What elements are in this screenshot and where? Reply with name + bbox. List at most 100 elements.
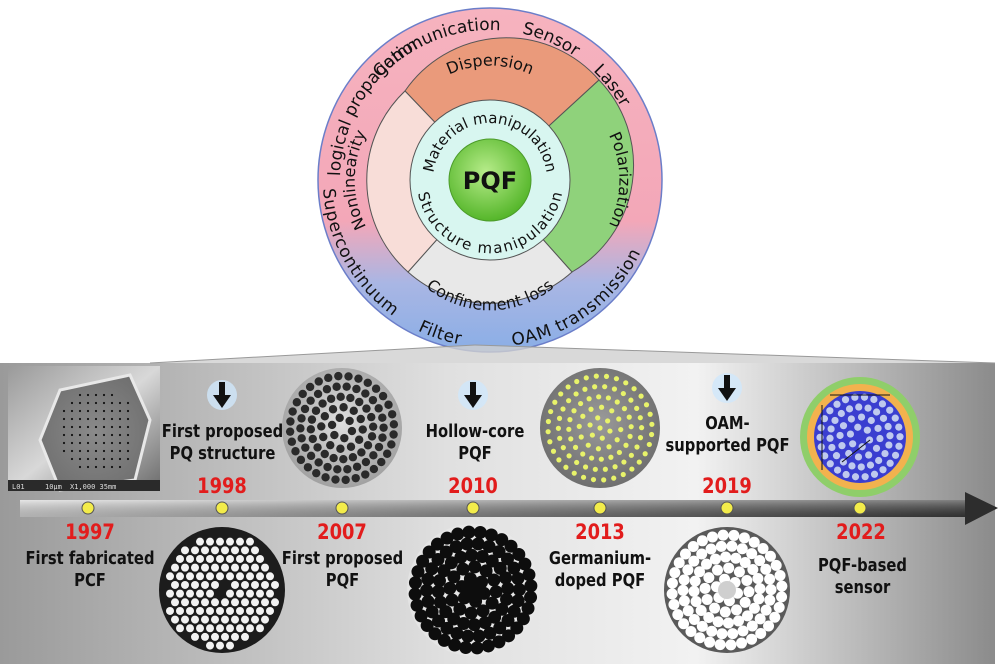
germanium-rod [611, 386, 618, 392]
air-hole [440, 621, 454, 635]
germanium-rod [556, 415, 563, 421]
fiber-image-2007 [282, 368, 402, 488]
event-2019-line1: OAM- [705, 413, 750, 434]
sem-hole [86, 441, 90, 445]
air-hole [730, 552, 742, 564]
air-hole [741, 574, 753, 586]
sem-hole [62, 417, 66, 421]
air-hole [432, 614, 446, 628]
air-hole [467, 618, 481, 632]
air-hole [826, 407, 834, 415]
air-hole [221, 632, 229, 641]
air-hole [700, 558, 712, 570]
air-hole [821, 452, 829, 460]
air-hole [754, 583, 766, 595]
air-hole [211, 563, 219, 572]
germanium-rod [563, 464, 569, 470]
air-hole [478, 616, 492, 630]
air-hole [221, 563, 229, 572]
sem-hole [110, 393, 114, 397]
air-hole [251, 598, 259, 607]
air-hole [690, 596, 702, 608]
air-hole [500, 592, 514, 606]
air-hole [770, 559, 782, 571]
air-hole [501, 582, 515, 596]
sem-hole [118, 433, 122, 437]
air-hole [484, 528, 498, 542]
air-hole [679, 548, 691, 560]
germanium-rod [609, 408, 615, 414]
air-hole [839, 458, 848, 466]
germanium-rod [621, 459, 627, 465]
air-hole [288, 407, 297, 416]
air-hole [191, 598, 199, 607]
air-hole [731, 604, 743, 616]
timeline-dot [720, 501, 734, 515]
germanium-rod [560, 445, 566, 451]
air-hole [487, 573, 501, 587]
air-hole [231, 632, 239, 641]
air-hole [339, 454, 348, 464]
sem-hole [110, 409, 114, 413]
sem-hole [86, 449, 90, 453]
germanium-rod [638, 425, 645, 431]
air-hole [742, 610, 754, 622]
air-hole [738, 532, 750, 544]
germanium-rod [602, 384, 608, 390]
air-hole [430, 537, 444, 551]
germanium-rod [628, 452, 634, 458]
air-hole [471, 537, 485, 551]
air-hole [236, 624, 244, 633]
sem-hole [70, 409, 74, 413]
germanium-rod [602, 466, 608, 472]
air-hole [327, 420, 337, 430]
germanium-rod [574, 378, 580, 385]
air-hole [752, 572, 764, 584]
air-hole [828, 443, 836, 452]
germanium-rod [580, 413, 586, 419]
sem-image-1997: L01 X1,000 35mm 10μm [8, 366, 160, 492]
air-hole [221, 615, 229, 624]
air-hole [453, 602, 467, 616]
air-hole [464, 606, 478, 620]
air-hole [468, 560, 482, 574]
air-hole [231, 615, 239, 624]
sem-hole [94, 393, 98, 397]
air-hole [857, 463, 865, 471]
air-hole [773, 601, 785, 613]
air-hole [369, 464, 379, 474]
air-hole [524, 579, 538, 593]
air-hole [895, 423, 903, 431]
sem-hole [78, 449, 82, 453]
sem-hole [110, 449, 114, 453]
air-hole [369, 451, 378, 460]
air-hole [374, 404, 383, 413]
air-hole [421, 594, 435, 608]
timeline-dot [215, 501, 229, 515]
air-hole [439, 545, 453, 559]
germanium-rod [568, 436, 574, 442]
air-hole [512, 583, 526, 597]
air-hole [256, 624, 264, 633]
air-hole [715, 540, 727, 552]
air-hole [186, 624, 194, 633]
air-hole [699, 582, 711, 594]
air-hole [171, 598, 179, 607]
air-hole [512, 547, 526, 561]
air-hole [236, 537, 244, 546]
germanium-rod [545, 418, 552, 425]
air-hole [836, 431, 844, 440]
sem-hole [110, 441, 114, 445]
sem-hole [102, 393, 106, 397]
air-hole [425, 605, 439, 619]
air-hole [416, 554, 430, 568]
air-hole [736, 543, 748, 555]
air-hole [171, 580, 179, 589]
air-hole [298, 389, 307, 399]
air-hole [757, 542, 769, 554]
air-hole [703, 611, 715, 623]
air-hole [688, 555, 700, 567]
air-hole [479, 564, 493, 578]
air-hole [181, 615, 189, 624]
air-hole [261, 563, 269, 572]
